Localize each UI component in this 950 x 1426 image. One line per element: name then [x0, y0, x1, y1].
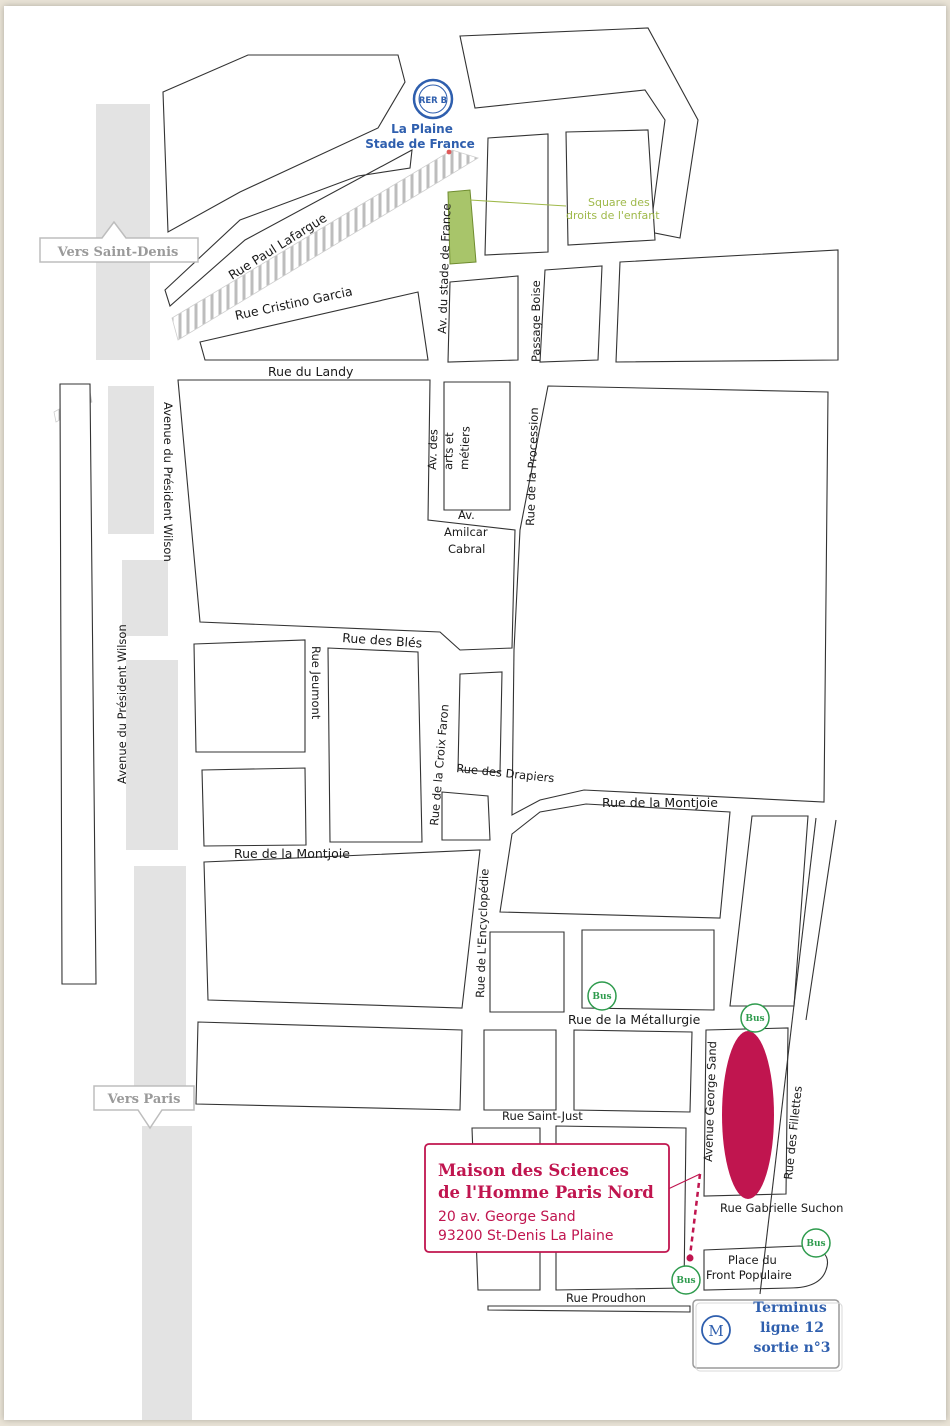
rer-station-line1: La Plaine [391, 122, 453, 136]
label-gabrielle-suchon: Rue Gabrielle Suchon [720, 1201, 843, 1215]
label-bles: Rue des Blés [342, 630, 423, 651]
direction-north-label: Vers Saint-Denis [57, 245, 179, 260]
rer-station-line2: Stade de France [365, 137, 475, 151]
direction-south: Vers Paris [93, 1085, 195, 1130]
avenue-band [96, 104, 192, 1420]
metro-line1: Terminus [753, 1300, 827, 1316]
label-stade-de-france: Av. du stade de France [435, 203, 454, 334]
map-frame: Square des droits de l'enfant RER B La P… [4, 6, 946, 1420]
label-amilcar-2: Amilcar [444, 525, 488, 539]
label-metallurgie: Rue de la Métallurgie [568, 1012, 701, 1027]
label-wilson-outer: Avenue du Président Wilson [115, 624, 129, 784]
label-montjoie-east: Rue de la Montjoie [602, 795, 718, 810]
metro-callout[interactable]: M Terminus ligne 12 sortie n°3 [692, 1299, 843, 1372]
destination-callout[interactable]: Maison des Sciences de l'Homme Paris Nor… [424, 1143, 701, 1253]
bus-stop-label: Bus [745, 1014, 764, 1024]
label-passage-boise: Passage Boise [529, 280, 543, 362]
metro-icon-letter: M [708, 1322, 723, 1340]
label-proudhon: Rue Proudhon [566, 1291, 646, 1305]
square-label-line1: Square des [588, 196, 650, 209]
square-label-line2: droits de l'enfant [566, 209, 660, 222]
destination-name-line1: Maison des Sciences [438, 1161, 629, 1180]
bus-stop-label: Bus [676, 1276, 695, 1286]
label-arts-metiers-2: arts et [441, 432, 456, 470]
metro-icon: M [701, 1315, 731, 1345]
label-george-sand: Avenue George Sand [701, 1041, 719, 1162]
street-labels: Rue Paul Lafargue Rue Cristino Garcia Av… [115, 203, 843, 1305]
metro-line2: ligne 12 [760, 1320, 824, 1336]
metro-line3: sortie n°3 [753, 1340, 830, 1356]
label-arts-metiers-1: Av. des [425, 429, 440, 470]
label-saint-just: Rue Saint-Just [502, 1109, 583, 1123]
bus-stop-label: Bus [592, 992, 611, 1002]
bus-stop-icon[interactable]: Bus [801, 1228, 831, 1258]
rer-badge: RER B [419, 96, 447, 106]
rer-station[interactable]: RER B La Plaine Stade de France [365, 78, 475, 155]
direction-north: Vers Saint-Denis [39, 220, 199, 263]
label-amilcar-3: Cabral [448, 542, 485, 556]
label-place-1: Place du [728, 1253, 777, 1267]
bus-stops: Bus Bus Bus Bus [587, 981, 831, 1295]
street-map: Square des droits de l'enfant RER B La P… [39, 27, 843, 1420]
label-encyclopedie: Rue de L'Encyclopédie [473, 868, 492, 998]
destination-address-city: 93200 St-Denis La Plaine [438, 1228, 613, 1244]
label-place-2: Front Populaire [706, 1268, 792, 1282]
label-landy: Rue du Landy [268, 364, 354, 379]
bus-stop-icon[interactable]: Bus [587, 981, 617, 1011]
bus-stop-label: Bus [806, 1239, 825, 1249]
square-park: Square des droits de l'enfant [447, 189, 660, 265]
label-wilson-inner: Avenue du Président Wilson [161, 402, 175, 562]
direction-south-label: Vers Paris [107, 1092, 181, 1107]
label-amilcar-1: Av. [458, 508, 475, 522]
label-jeumont: Rue Jeumont [309, 646, 323, 720]
bus-stop-icon[interactable]: Bus [671, 1265, 701, 1295]
label-arts-metiers-3: métiers [457, 426, 473, 470]
destination-marker[interactable] [686, 1031, 775, 1262]
label-montjoie-west: Rue de la Montjoie [234, 846, 350, 861]
destination-address-street: 20 av. George Sand [438, 1209, 576, 1225]
destination-name-line2: de l'Homme Paris Nord [438, 1183, 654, 1202]
bus-stop-icon[interactable]: Bus [740, 1003, 770, 1033]
label-procession: Rue de la Procession [523, 407, 541, 526]
